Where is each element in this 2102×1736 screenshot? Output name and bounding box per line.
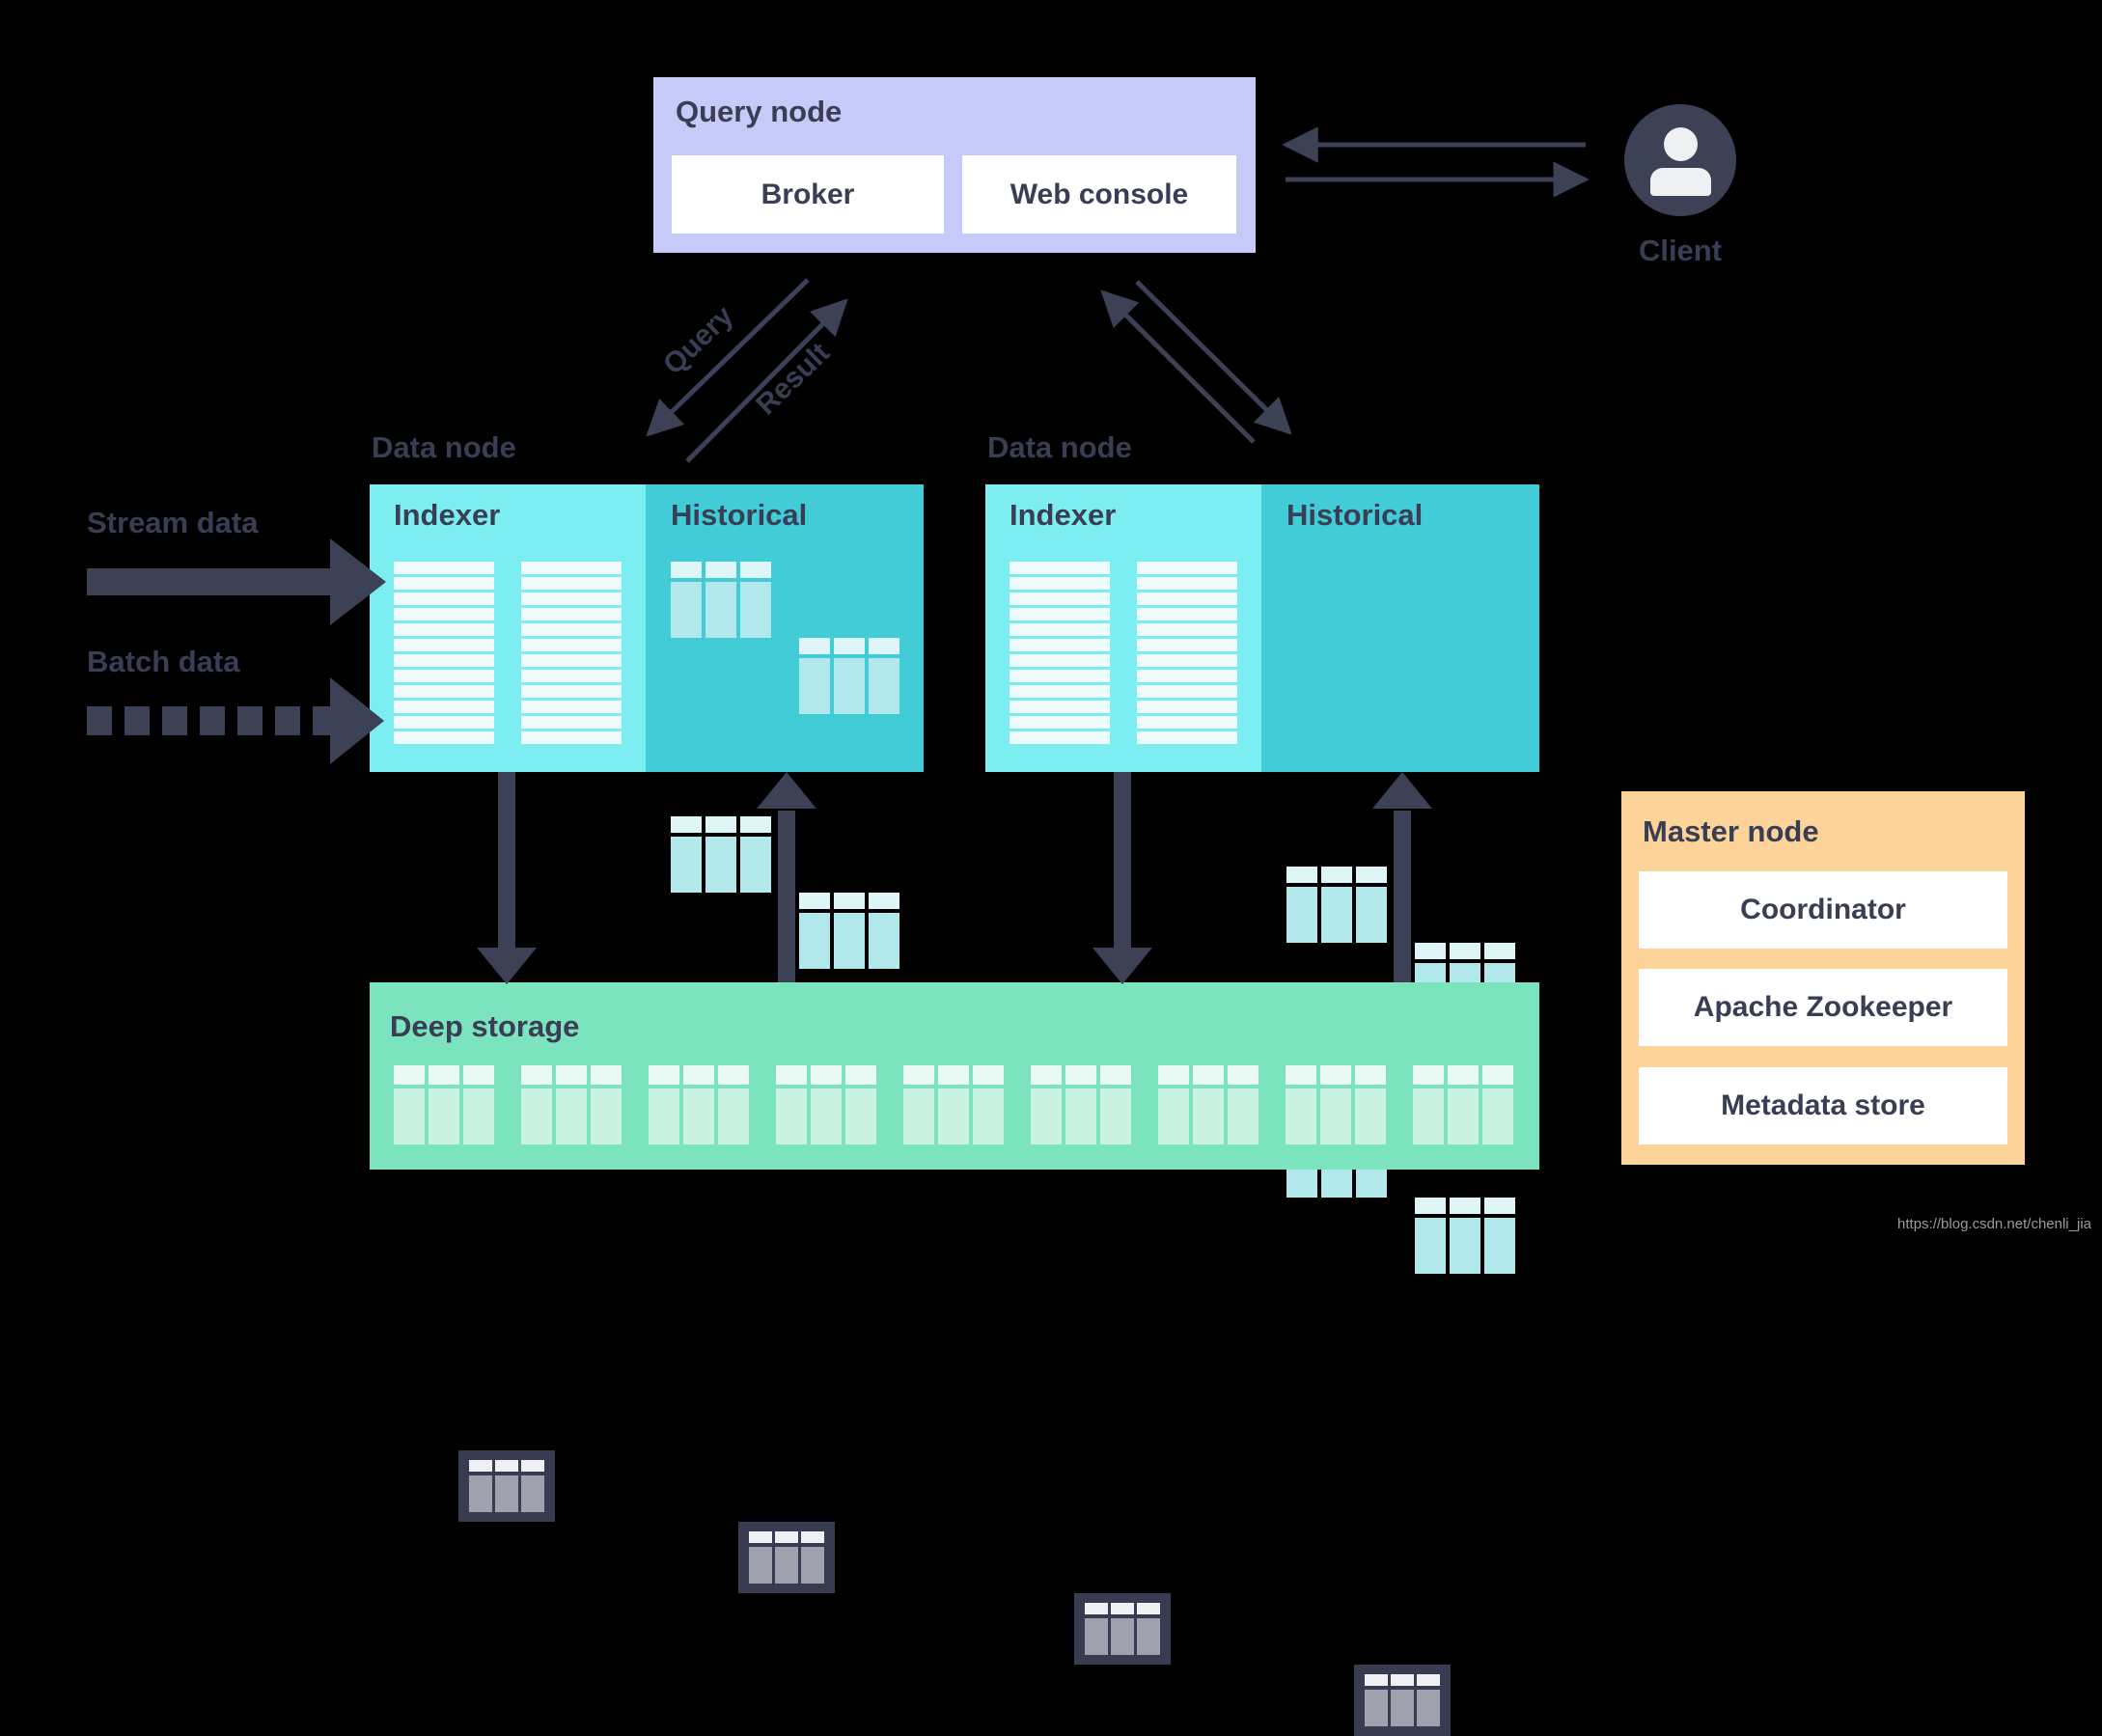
batch-data-arrow-head bbox=[330, 677, 384, 764]
deepstorage-to-right-historical-arrowhead bbox=[1372, 772, 1432, 809]
metadata-store-label: Metadata store bbox=[1721, 1089, 1925, 1121]
query-arrow bbox=[646, 278, 810, 437]
broker-box: Broker bbox=[672, 155, 944, 234]
druid-architecture-diagram: { "query_node": { "title": "Query node",… bbox=[87, 77, 2091, 1736]
web-console-label: Web console bbox=[1010, 178, 1189, 210]
master-node-box: Master node Coordinator Apache Zookeeper… bbox=[1621, 791, 2025, 1165]
segment-list bbox=[1137, 562, 1237, 744]
arrows-layer bbox=[87, 126, 1590, 984]
querynode-to-right-datanode-arrow bbox=[1135, 280, 1292, 435]
segment-table-icon bbox=[394, 1065, 494, 1144]
segment-handoff-icon bbox=[1074, 1593, 1171, 1665]
segment-table-icon bbox=[799, 893, 899, 969]
indexer-label: Indexer bbox=[1010, 498, 1117, 532]
segment-table-icon bbox=[776, 1065, 876, 1144]
segment-table-icon bbox=[1031, 1065, 1131, 1144]
deep-storage-title: Deep storage bbox=[390, 1009, 580, 1043]
zookeeper-label: Apache Zookeeper bbox=[1693, 991, 1953, 1023]
stream-data-label: Stream data bbox=[87, 506, 259, 539]
segment-table-icon bbox=[649, 1065, 749, 1144]
coordinator-box: Coordinator bbox=[1639, 871, 2007, 949]
person-body-icon bbox=[1650, 168, 1711, 196]
left-indexer-to-deepstorage-arrowhead bbox=[477, 948, 537, 984]
segment-table-icon bbox=[1158, 1065, 1258, 1144]
segment-table-icon bbox=[671, 562, 771, 638]
segment-table-icon bbox=[903, 1065, 1004, 1144]
data-node-left-title: Data node bbox=[372, 430, 516, 464]
segment-list bbox=[1010, 562, 1110, 744]
segment-handoff-icon bbox=[1354, 1665, 1451, 1736]
batch-data-label: Batch data bbox=[87, 645, 240, 678]
data-node-right-historical-section: Historical bbox=[1261, 484, 1539, 772]
historical-label: Historical bbox=[1286, 498, 1424, 532]
segment-table-icon bbox=[671, 816, 771, 893]
client-avatar-icon bbox=[1624, 104, 1736, 216]
segment-handoff-icon bbox=[458, 1450, 555, 1522]
stream-data-arrow-shaft bbox=[87, 568, 330, 595]
deep-storage-box: Deep storage bbox=[370, 982, 1539, 1170]
segment-table-icon bbox=[1413, 1065, 1513, 1144]
segment-table-icon bbox=[799, 638, 899, 714]
client-label: Client bbox=[1638, 234, 1723, 267]
deep-storage-segments bbox=[394, 1065, 1513, 1144]
person-head-icon bbox=[1664, 127, 1698, 161]
web-console-box: Web console bbox=[962, 155, 1236, 234]
query-node-box: Query node Broker Web console bbox=[653, 77, 1256, 253]
master-node-title: Master node bbox=[1643, 814, 1819, 848]
right-indexer-to-deepstorage-arrowhead bbox=[1092, 948, 1152, 984]
segment-list bbox=[521, 562, 622, 744]
coordinator-label: Coordinator bbox=[1740, 894, 1906, 925]
historical-label: Historical bbox=[671, 498, 808, 532]
segment-list bbox=[394, 562, 494, 744]
deepstorage-to-left-historical-arrowhead bbox=[757, 772, 816, 809]
watermark: https://blog.csdn.net/chenli_jia bbox=[1897, 1216, 2091, 1232]
stream-data-arrow-head bbox=[330, 538, 386, 625]
data-node-right-title: Data node bbox=[987, 430, 1132, 464]
right-datanode-to-querynode-arrow bbox=[1100, 289, 1256, 444]
metadata-store-box: Metadata store bbox=[1639, 1067, 2007, 1144]
zookeeper-box: Apache Zookeeper bbox=[1639, 969, 2007, 1046]
query-node-title: Query node bbox=[676, 95, 843, 128]
broker-label: Broker bbox=[761, 178, 855, 210]
segment-table-icon bbox=[521, 1065, 622, 1144]
indexer-label: Indexer bbox=[394, 498, 501, 532]
segment-table-icon bbox=[1286, 867, 1387, 943]
segment-handoff-icon bbox=[738, 1522, 835, 1593]
result-arrow bbox=[685, 298, 848, 463]
segment-table-icon bbox=[1286, 1065, 1386, 1144]
